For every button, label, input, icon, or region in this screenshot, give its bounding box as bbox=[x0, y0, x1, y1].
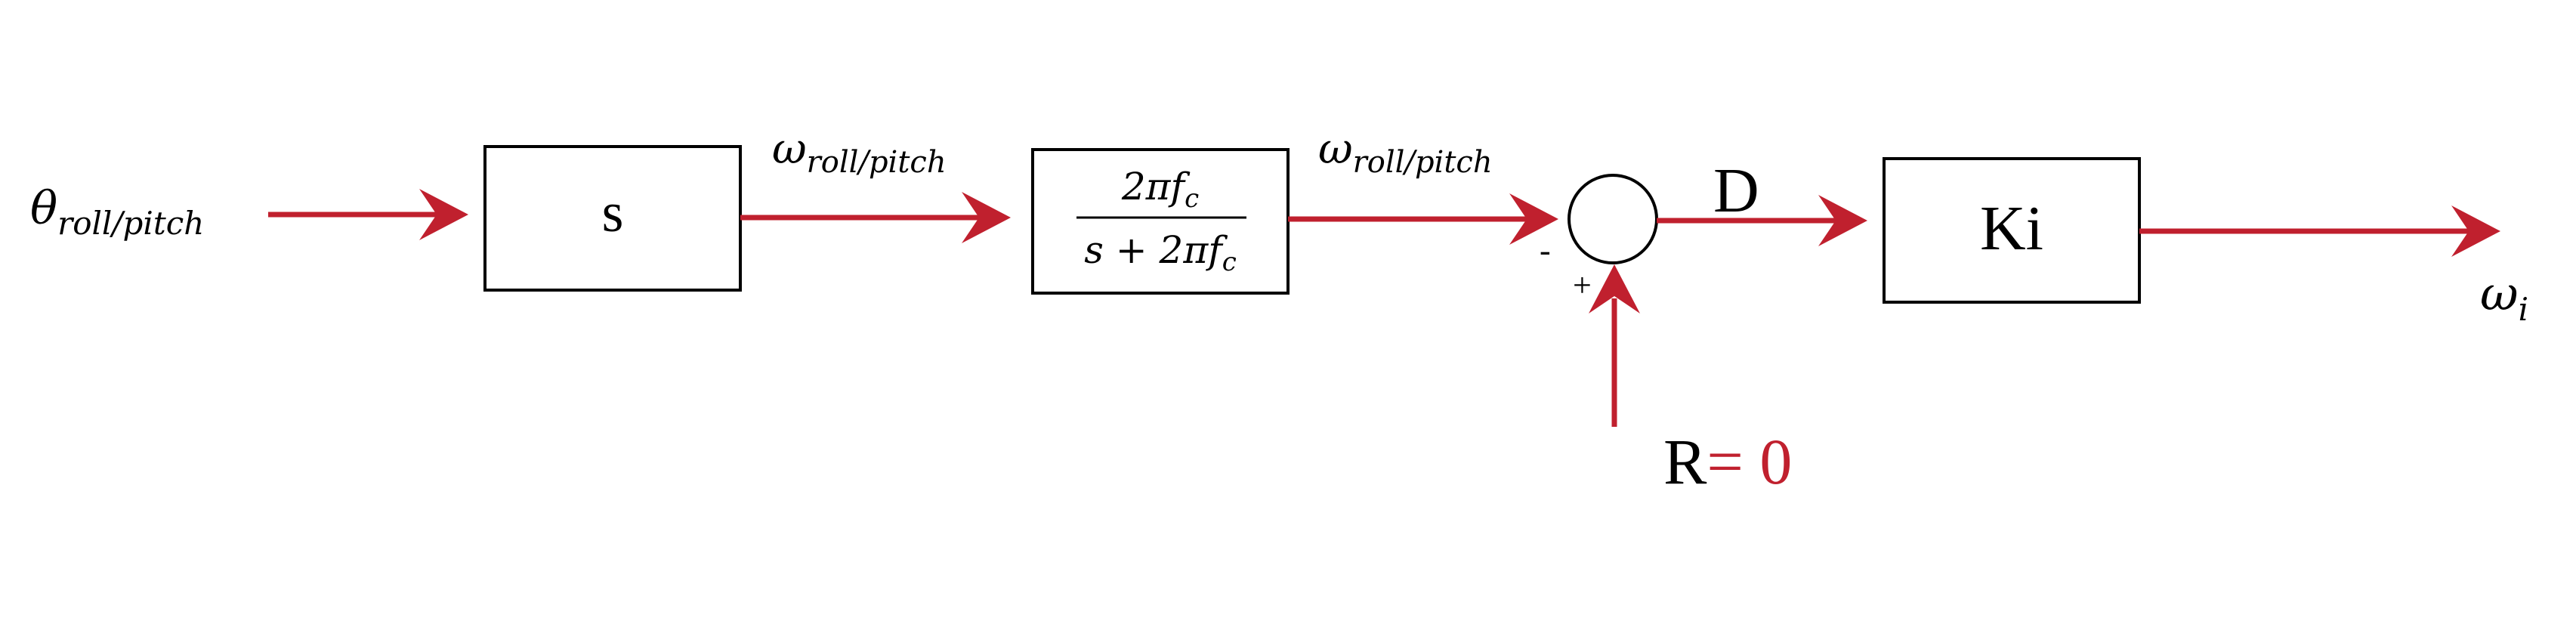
filter-numerator-subscript: c bbox=[1185, 184, 1199, 214]
error-signal-label: D bbox=[1713, 156, 1759, 226]
rate-signal-symbol-1: ω bbox=[772, 125, 807, 174]
minus-sign: - bbox=[1540, 232, 1551, 269]
input-signal-label: θroll/pitch bbox=[30, 182, 204, 242]
input-signal-symbol: θ bbox=[30, 182, 57, 235]
filter-denominator-subscript: c bbox=[1222, 247, 1237, 277]
reference-value: = 0 bbox=[1707, 425, 1792, 498]
output-signal-label: ωi bbox=[2480, 266, 2528, 328]
integral-gain-block bbox=[1883, 157, 2141, 304]
filter-block bbox=[1031, 148, 1290, 295]
rate-signal-symbol-2: ω bbox=[1318, 125, 1353, 174]
rate-signal-label-2: ωroll/pitch bbox=[1318, 125, 1493, 180]
output-signal-subscript: i bbox=[2519, 291, 2528, 328]
derivative-block-label: s bbox=[602, 182, 624, 244]
filter-denominator-text: s + 2πf bbox=[1084, 228, 1228, 272]
reference-symbol: R bbox=[1663, 425, 1707, 498]
filter-denominator: s + 2πfc bbox=[1084, 228, 1237, 277]
reference-label: R= 0 bbox=[1663, 425, 1792, 498]
arrowhead-derivative-to-filter bbox=[962, 192, 1011, 243]
derivative-block bbox=[483, 145, 742, 292]
arrowhead-input-to-derivative bbox=[419, 189, 468, 240]
arrowhead-reference-to-sum bbox=[1589, 264, 1640, 314]
rate-signal-label-1: ωroll/pitch bbox=[772, 125, 947, 180]
rate-signal-subscript-2: roll/pitch bbox=[1353, 145, 1493, 180]
arrowhead-filter-to-sum bbox=[1509, 193, 1558, 245]
arrowhead-output bbox=[2451, 205, 2500, 257]
rate-signal-subscript-1: roll/pitch bbox=[807, 145, 947, 180]
arrowhead-sum-to-gain bbox=[1818, 195, 1867, 246]
output-signal-symbol: ω bbox=[2480, 266, 2519, 321]
plus-sign: + bbox=[1573, 267, 1592, 304]
filter-numerator-text: 2πf bbox=[1121, 165, 1191, 208]
summing-junction bbox=[1568, 174, 1658, 264]
integral-gain-label: Ki bbox=[1980, 193, 2043, 264]
input-signal-subscript: roll/pitch bbox=[57, 205, 204, 242]
filter-numerator: 2πfc bbox=[1121, 165, 1199, 214]
